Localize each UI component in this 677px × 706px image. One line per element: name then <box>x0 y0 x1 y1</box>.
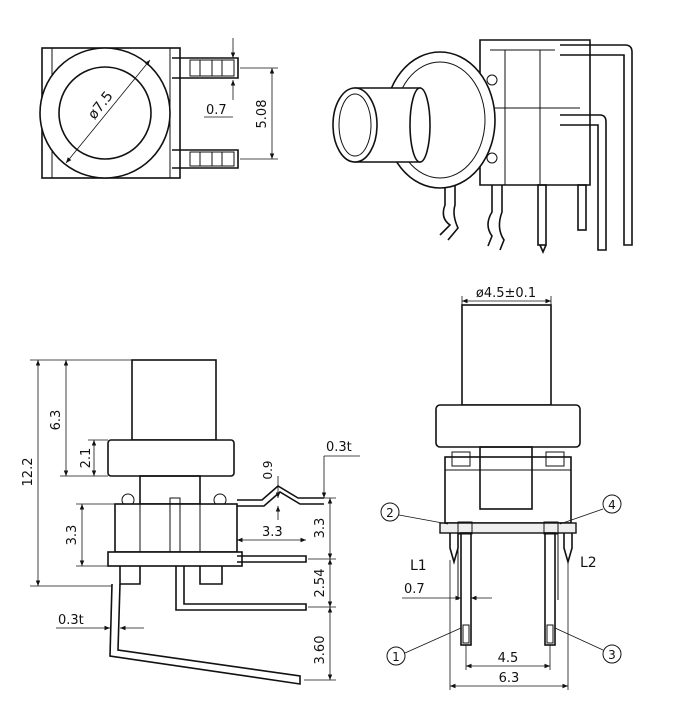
front-view-inner-pitch-label: 4.5 <box>498 651 519 666</box>
side-view-horizontal-reach-label: 3.3 <box>262 525 283 540</box>
side-view-thickness-top-label: 0.3t <box>326 440 352 455</box>
side-view-collar-height-label: 2.1 <box>79 448 94 469</box>
top-view-pin-width-label: 0.7 <box>206 103 227 118</box>
front-view-outer-width-label: 6.3 <box>499 671 520 686</box>
front-view-pin-1-label: 1 <box>392 650 400 664</box>
side-view-thickness-bottom-label: 0.3t <box>58 613 84 628</box>
front-view: ø4.5±0.1 2 4 1 3 <box>380 286 622 690</box>
front-view-pin-2-label: 2 <box>386 506 394 520</box>
side-view-right-height-label: 3.3 <box>313 518 328 539</box>
side-view-pin-offset-label: 0.9 <box>261 460 275 479</box>
front-view-pin-4-label: 4 <box>608 498 616 512</box>
side-view-cap-height-label: 6.3 <box>49 410 64 431</box>
front-view-collar <box>435 404 581 448</box>
front-view-pin-3-label: 3 <box>608 648 616 662</box>
side-view-body <box>114 503 238 553</box>
side-view-body-height-label: 3.3 <box>65 525 80 546</box>
side-view-total-height-label: 12.2 <box>21 458 36 487</box>
front-view-pin-width-label: 0.7 <box>404 582 425 597</box>
front-view-led-left-label: L1 <box>410 558 427 574</box>
side-view-cap <box>131 359 217 441</box>
front-view-plunger <box>461 304 552 406</box>
side-view-leg-length-label: 3.60 <box>313 636 328 665</box>
side-view-collar <box>107 439 235 477</box>
top-view-pitch-label: 5.08 <box>255 100 270 129</box>
side-view: 12.2 6.3 2.1 3.3 0.9 0.3t 3.3 3.3 2.54 3… <box>21 359 360 685</box>
front-view-body <box>444 456 572 524</box>
top-view: ø7.5 0.7 5.08 <box>39 38 278 179</box>
side-view-lower-pitch-label: 2.54 <box>313 569 328 598</box>
front-view-cap-diameter-label: ø4.5±0.1 <box>476 286 536 301</box>
isometric-view <box>332 39 633 255</box>
front-view-led-right-label: L2 <box>580 555 597 571</box>
